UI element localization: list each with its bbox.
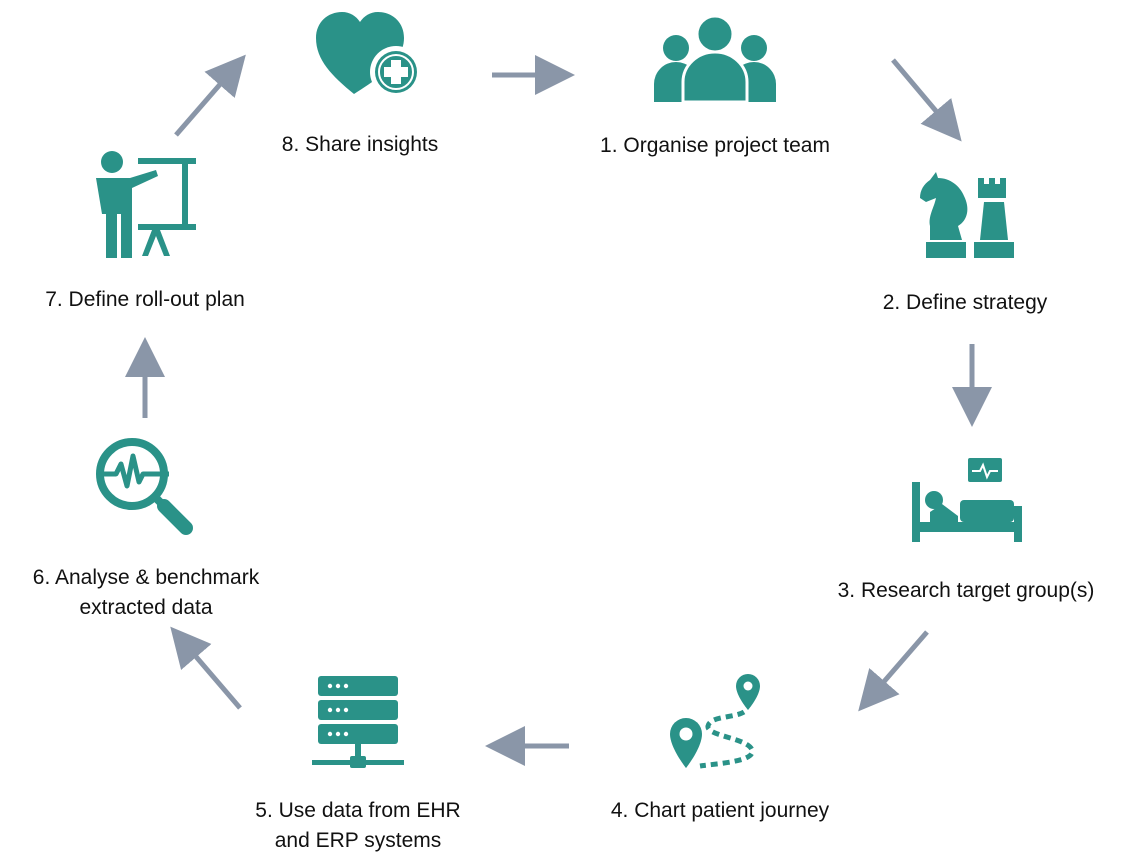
arrow-1-to-2 bbox=[891, 58, 962, 142]
step-5-label-line2: and ERP systems bbox=[274, 829, 442, 852]
step-4-label: 4. Chart patient journey bbox=[610, 799, 830, 822]
step-6-label: 6. Analyse & benchmark extracted data bbox=[0, 563, 292, 623]
heart-plus-icon bbox=[314, 10, 426, 107]
step-7-label: 7. Define roll-out plan bbox=[45, 288, 245, 311]
server-icon bbox=[310, 674, 406, 777]
team-icon bbox=[650, 12, 780, 107]
arrow-5-to-6 bbox=[170, 626, 242, 710]
step-5-label: 5. Use data from EHR and ERP systems bbox=[200, 796, 516, 856]
step-5-label-line1: 5. Use data from EHR bbox=[255, 799, 461, 822]
step-3-label: 3. Research target group(s) bbox=[837, 579, 1095, 602]
chess-pieces-icon bbox=[918, 172, 1018, 263]
step-1-label: 1. Organise project team bbox=[600, 134, 830, 157]
step-6-label-line2: extracted data bbox=[79, 596, 213, 619]
magnifier-pulse-icon bbox=[92, 436, 196, 541]
hospital-bed-icon bbox=[908, 456, 1026, 551]
map-route-icon bbox=[664, 672, 774, 777]
step-6-label-line1: 6. Analyse & benchmark bbox=[32, 566, 260, 589]
step-8-label: 8. Share insights bbox=[281, 133, 439, 156]
arrow-3-to-4 bbox=[858, 630, 929, 712]
presentation-icon bbox=[90, 150, 202, 263]
step-2-label: 2. Define strategy bbox=[882, 291, 1048, 314]
arrow-7-to-8 bbox=[174, 54, 246, 137]
